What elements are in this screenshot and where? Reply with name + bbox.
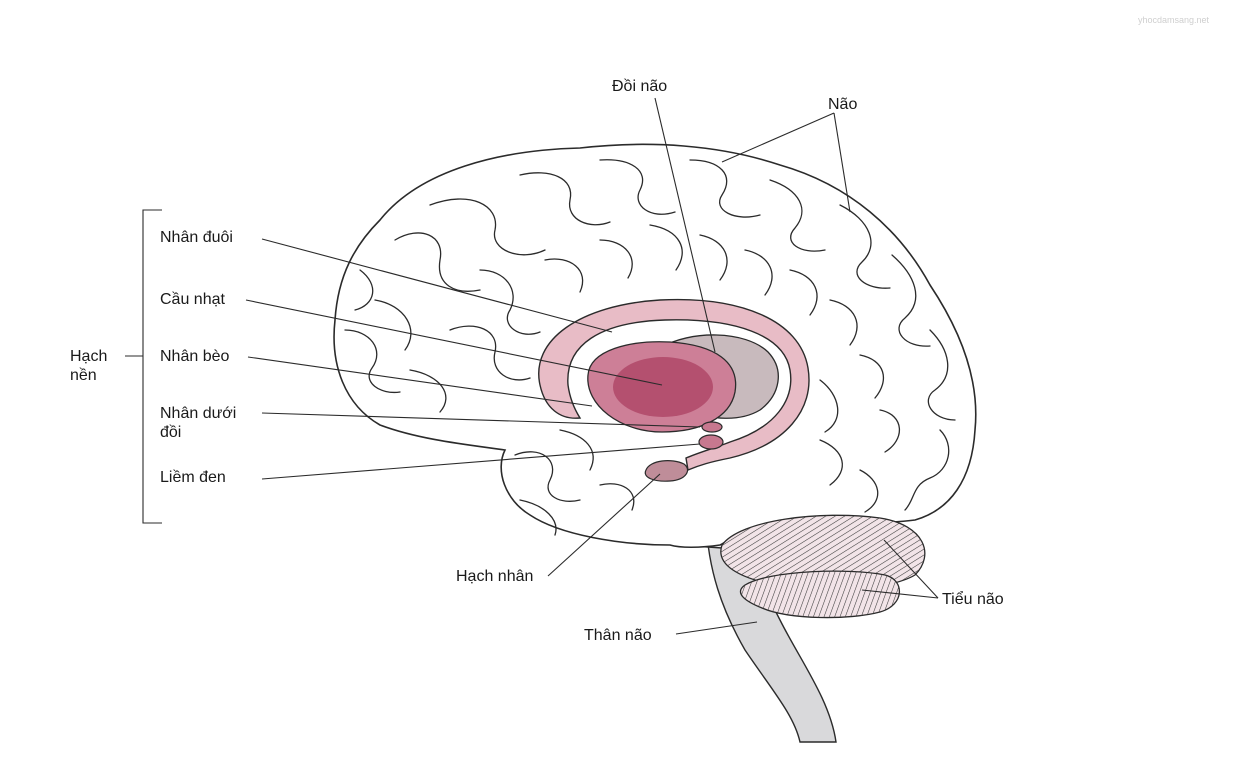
- leader-amygdala: [547, 473, 661, 577]
- leader-nigra: [261, 443, 701, 480]
- label-subthalamic: Nhân dưới đồi: [160, 404, 236, 442]
- leader-subthalamic: [261, 412, 701, 428]
- leader-cerebrum-1: [721, 112, 835, 163]
- label-subthalamic-line2: đồi: [160, 424, 182, 441]
- subthalamic-nucleus-lower: [701, 421, 723, 433]
- leader-cerebellum-1: [883, 539, 939, 599]
- watermark-text: yhocdamsang.net: [1137, 15, 1209, 25]
- label-globus-pallidus: Cầu nhạt: [160, 291, 225, 308]
- label-basal-ganglia: Hạch nền: [70, 347, 107, 385]
- globus-pallidus: [613, 357, 713, 417]
- leader-globus: [245, 299, 663, 386]
- label-cerebellum: Tiểu não: [942, 591, 1004, 608]
- label-substantia-nigra: Liềm đen: [160, 469, 226, 486]
- subthalamic-nucleus: [698, 434, 724, 450]
- basal-ganglia-bracket: [142, 209, 162, 524]
- leader-cerebellum-2: [861, 589, 939, 599]
- label-caudate: Nhân đuôi: [160, 229, 233, 246]
- leader-brainstem: [675, 621, 758, 635]
- leader-thalamus: [654, 97, 716, 353]
- label-subthalamic-line1: Nhân dưới: [160, 405, 237, 422]
- label-brainstem: Thân não: [584, 627, 652, 644]
- leader-lines: [125, 97, 939, 635]
- label-basal-ganglia-line2: nền: [70, 367, 97, 384]
- label-amygdala: Hạch nhân: [456, 568, 534, 585]
- label-putamen: Nhân bèo: [160, 348, 230, 365]
- cerebellum: [720, 514, 926, 619]
- label-basal-ganglia-line1: Hạch: [70, 348, 108, 365]
- brain-gyri: [344, 159, 956, 536]
- label-cerebrum: Não: [828, 96, 858, 113]
- amygdala: [644, 460, 689, 482]
- leader-cerebrum-2: [833, 112, 851, 213]
- label-thalamus: Đồi não: [612, 78, 668, 95]
- leader-putamen: [247, 356, 593, 407]
- leader-caudate: [261, 238, 613, 333]
